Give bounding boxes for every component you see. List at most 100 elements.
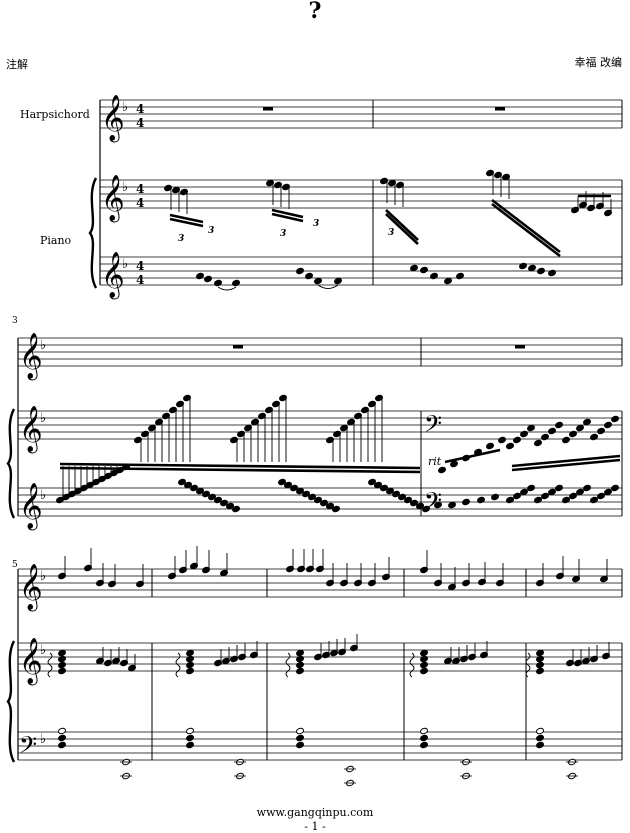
notehead [333,430,341,438]
notehead [296,655,304,663]
harpsichord-staff [18,568,622,598]
notehead [611,415,619,423]
beam [511,454,621,468]
notehead [375,394,383,402]
notehead [251,418,259,426]
notehead [604,421,612,429]
notehead [284,481,292,489]
notehead [186,727,194,735]
notehead [420,661,428,669]
notehead [420,266,428,274]
treble-clef-icon: 𝄞 [19,483,43,531]
beam [271,212,304,223]
notehead [506,496,514,504]
notehead [186,661,194,669]
tuplet-number: 3 [313,219,319,229]
notehead [347,418,355,426]
beam [169,217,204,228]
notehead [334,277,342,285]
beam [491,202,561,258]
piano-bass-staff [18,731,622,761]
whole-rest [515,345,525,349]
notehead [58,734,66,742]
notehead [420,649,428,657]
notehead [604,488,612,496]
time-signature-bottom: 4 [136,196,144,210]
beam [271,208,304,219]
notehead [396,181,404,189]
notehead [141,430,149,438]
notehead [562,496,570,504]
notehead [576,488,584,496]
tie [217,286,237,291]
tempo-mark-rit: rit [428,455,442,468]
notehead [302,490,310,498]
piano-bass-staff [18,487,622,517]
notehead [410,264,418,272]
notehead [368,400,376,408]
notehead [410,499,418,507]
notehead [272,400,280,408]
tuplet-number: 3 [388,228,394,238]
notehead [308,493,316,501]
notehead [562,436,570,444]
notehead [541,492,549,500]
instrument-label-harpsichord: Harpsichord [20,108,90,121]
flat-icon: ♭ [122,257,128,272]
notehead [186,655,194,663]
notehead [528,264,536,272]
notehead [583,484,591,492]
notehead [320,499,328,507]
time-signature-bottom: 4 [136,116,144,130]
notehead [486,169,494,177]
notehead [172,186,180,194]
notehead [296,487,304,495]
beam [59,466,421,474]
treble-clef-icon: 𝄞 [101,175,125,223]
notehead [290,484,298,492]
notehead [420,667,428,675]
notehead [186,741,194,749]
beam [511,458,621,472]
notehead [513,436,521,444]
notehead [569,430,577,438]
notehead [314,277,322,285]
notehead [58,667,66,675]
treble-clef-icon: 𝄞 [19,638,43,686]
notehead [537,267,545,275]
beam [385,213,419,245]
notehead [430,272,438,280]
notehead [190,484,198,492]
treble-clef-icon: 𝄞 [19,406,43,454]
notehead [420,734,428,742]
notehead [208,493,216,501]
arpeggio-wave [285,652,291,678]
notehead [590,496,598,504]
notehead [548,269,556,277]
notehead [340,424,348,432]
notehead [416,502,424,510]
treble-clef-icon: 𝄞 [101,95,125,143]
notehead [226,502,234,510]
notehead [314,496,322,504]
notehead [296,667,304,675]
notehead [186,734,194,742]
harpsichord-staff [18,337,622,367]
notehead [536,667,544,675]
beam [491,198,561,254]
brace [6,408,16,519]
whole-rest [263,107,273,111]
notehead [155,418,163,426]
notehead [58,649,66,657]
treble-clef-icon: 𝄞 [19,333,43,381]
notehead [220,499,228,507]
notehead [184,481,192,489]
notehead [58,727,66,735]
footer-url[interactable]: www.gangqinpu.com [256,806,374,819]
notehead [597,427,605,435]
notehead [444,277,452,285]
notehead [380,484,388,492]
notehead [279,394,287,402]
notehead [180,188,188,196]
flat-icon: ♭ [40,732,46,747]
